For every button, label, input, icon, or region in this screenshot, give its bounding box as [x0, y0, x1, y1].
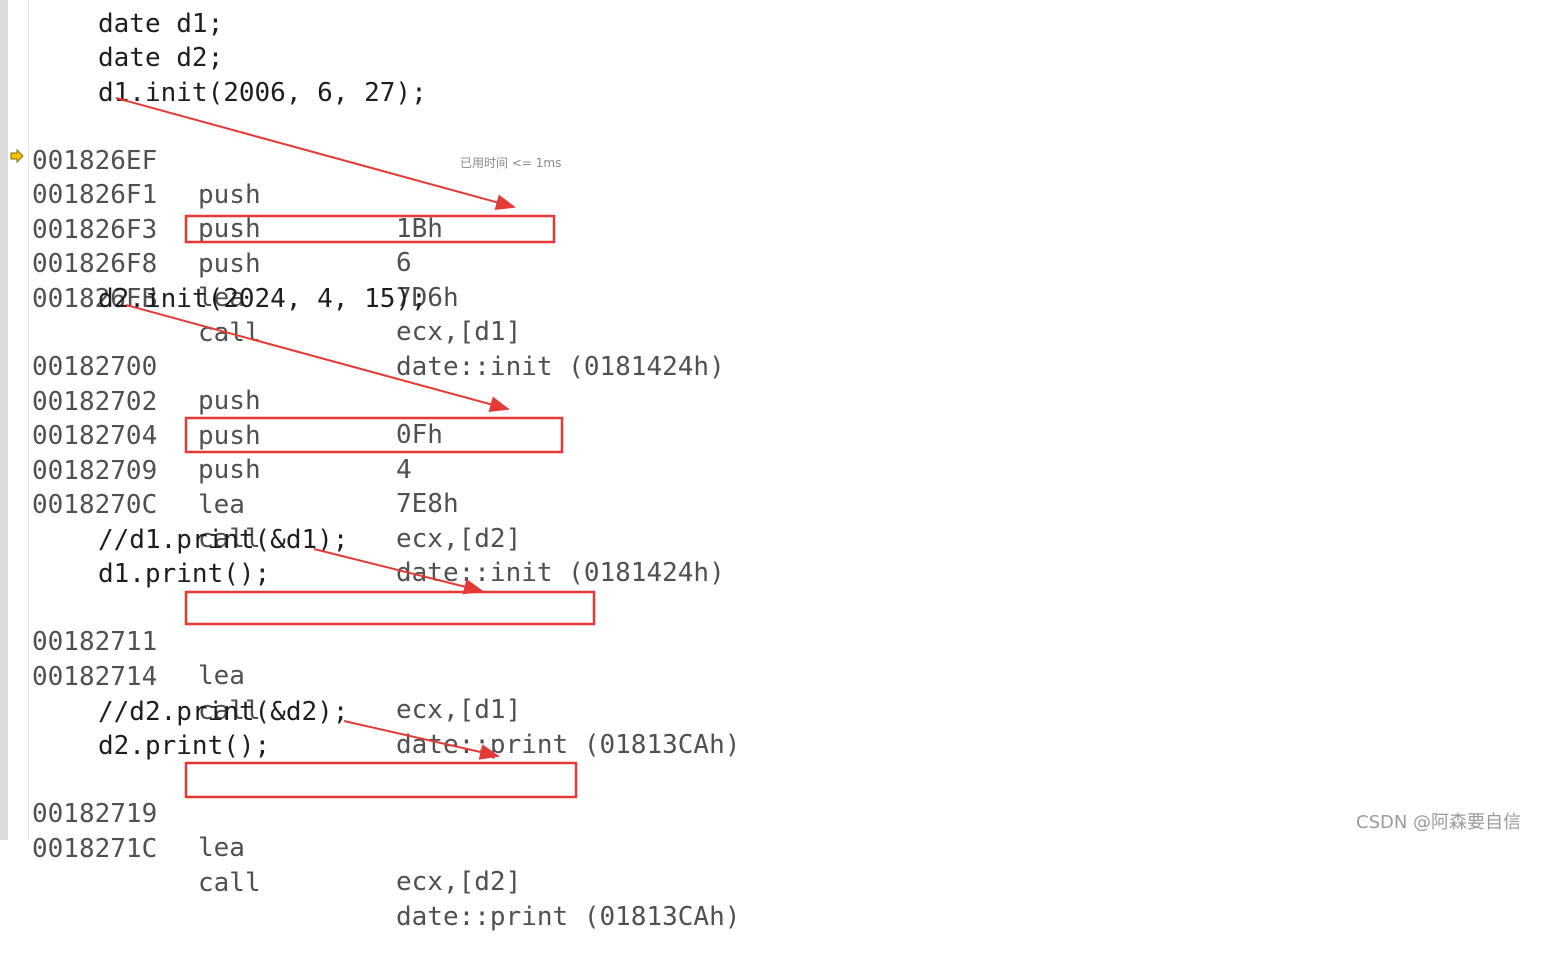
source-line: d2.print();: [0, 729, 270, 763]
source-text: date d1;: [98, 9, 224, 39]
asm-line[interactable]: 001826EF push 1Bh: [0, 110, 443, 244]
asm-operand: ecx,[d1]: [396, 317, 522, 347]
asm-operand: ecx,[d1]: [396, 695, 522, 725]
asm-line[interactable]: 00182700 push 0Fh: [0, 316, 443, 450]
asm-operand: ecx,[d2]: [396, 867, 522, 897]
asm-address: 001826F1: [32, 180, 158, 210]
asm-address: 00182700: [32, 352, 158, 382]
asm-line[interactable]: 00182702 push 4: [0, 351, 412, 485]
asm-operand: 7E8h: [396, 489, 459, 519]
source-line: d2.init(2024, 4, 15);: [0, 282, 427, 316]
asm-operand: date::init (0181424h): [396, 352, 725, 382]
source-text: d2.print();: [98, 731, 271, 761]
asm-address: 001826F8: [32, 249, 158, 279]
asm-operand: ecx,[d2]: [396, 524, 522, 554]
asm-operand: 7D6h: [396, 283, 459, 313]
asm-operand: 4: [396, 455, 412, 485]
asm-mnemonic: lea: [198, 490, 245, 520]
gutter-divider: [28, 0, 29, 840]
asm-address: 001826F3: [32, 215, 158, 245]
arrow-d2-init: [125, 304, 510, 412]
asm-operand: date::print (01813CAh): [396, 730, 741, 760]
asm-line[interactable]: 001826F8 lea ecx,[d1]: [0, 213, 521, 347]
source-text: d1.print();: [98, 559, 271, 589]
source-line: date d2;: [0, 41, 223, 75]
asm-mnemonic: push: [198, 455, 261, 485]
watermark: CSDN @阿森要自信: [1356, 812, 1522, 833]
source-text: d2.init(2024, 4, 15);: [98, 284, 427, 314]
execution-arrow-icon: [10, 149, 24, 163]
highlight-box-lea-d2-print: [184, 761, 578, 799]
asm-line[interactable]: 00182711 lea ecx,[d1]: [0, 591, 521, 725]
asm-address: 00182702: [32, 387, 158, 417]
asm-line[interactable]: 00182704 push 7E8h: [0, 385, 459, 519]
asm-address: 00182714: [32, 662, 158, 692]
asm-address: 00182719: [32, 799, 158, 829]
highlight-box-lea-d1-print: [184, 590, 596, 626]
asm-mnemonic: push: [198, 421, 261, 451]
source-text: date d2;: [98, 43, 224, 73]
asm-line[interactable]: 0018270C call date::init (0181424h): [0, 454, 725, 588]
asm-mnemonic: push: [198, 180, 261, 210]
asm-line-current[interactable]: 001826F1 push 6: [0, 144, 412, 278]
asm-mnemonic: call: [198, 696, 261, 726]
breakpoint-gutter[interactable]: [0, 0, 8, 840]
asm-address: 00182709: [32, 456, 158, 486]
arrow-d2-print: [343, 720, 500, 760]
elapsed-time-hint: 已用时间 <= 1ms: [460, 156, 562, 170]
asm-line[interactable]: 00182709 lea ecx,[d2]: [0, 420, 521, 554]
source-line: //d1.print(&d1);: [0, 523, 348, 557]
source-comment: //d1.print(&d1);: [98, 525, 349, 555]
highlight-box-lea-d2: [184, 416, 564, 454]
annotation-overlay: [115, 97, 596, 799]
asm-operand: 0Fh: [396, 420, 443, 450]
asm-operand: 1Bh: [396, 214, 443, 244]
asm-line[interactable]: 001826FB call date::init (0181424h): [0, 248, 725, 382]
asm-operand: 6: [396, 248, 412, 278]
asm-operand: date::print (01813CAh): [396, 902, 741, 932]
asm-line[interactable]: 00182714 call date::print (01813CAh): [0, 626, 740, 760]
source-comment: //d2.print(&d2);: [98, 697, 349, 727]
arrow-d1-print: [313, 548, 484, 595]
asm-mnemonic: push: [198, 386, 261, 416]
asm-mnemonic: call: [198, 524, 261, 554]
asm-mnemonic: lea: [198, 661, 245, 691]
asm-address: 00182711: [32, 627, 158, 657]
asm-mnemonic: lea: [198, 283, 245, 313]
asm-address: 001826FB: [32, 284, 158, 314]
source-line: d1.print();: [0, 557, 270, 591]
asm-mnemonic: push: [198, 249, 261, 279]
asm-address: 001826EF: [32, 146, 158, 176]
highlight-box-lea-d1: [184, 214, 556, 244]
arrow-d1-init: [115, 97, 516, 210]
asm-mnemonic: call: [198, 868, 261, 898]
source-line: //d2.print(&d2);: [0, 695, 348, 729]
asm-address: 00182704: [32, 421, 158, 451]
asm-address: 0018270C: [32, 490, 158, 520]
asm-mnemonic: push: [198, 214, 261, 244]
source-line: date d1;: [0, 7, 223, 41]
asm-line[interactable]: 001826F3 push 7D6h: [0, 179, 459, 313]
